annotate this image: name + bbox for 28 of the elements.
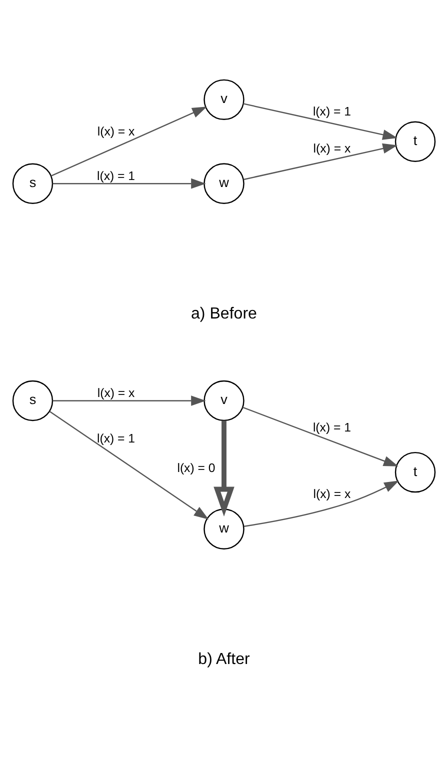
node-circle: s [12, 380, 54, 421]
edge-label: l(x) = 1 [312, 420, 351, 434]
arrow [244, 142, 398, 180]
edge-label: l(x) = x [313, 486, 351, 501]
label: b) After [198, 650, 250, 668]
node-circle: w [204, 162, 244, 204]
node-circle: v [204, 380, 244, 421]
edge-label: l(x) = 0 [177, 460, 216, 474]
node-circle: t [394, 120, 436, 162]
edge-label: l(x) = x [313, 141, 351, 156]
arrow [242, 406, 398, 466]
edge-label: l(x) = 1 [312, 104, 351, 118]
arrow [50, 106, 208, 176]
arrow [244, 480, 400, 526]
edge-label: l(x) = 1 [97, 168, 136, 182]
node-circle: s [12, 162, 54, 204]
edge-label: l(x) = x [97, 386, 135, 400]
arrow [243, 102, 398, 140]
arrow [49, 410, 209, 520]
edge-label: l(x) = x [97, 124, 135, 138]
node-circle: t [394, 451, 436, 492]
arrow [214, 420, 234, 516]
arrow [52, 395, 206, 406]
node-circle: w [204, 508, 244, 549]
label: a) Before [191, 304, 257, 322]
node-circle: v [204, 78, 244, 120]
edge-label: l(x) = 1 [97, 431, 136, 446]
arrow [52, 178, 206, 188]
